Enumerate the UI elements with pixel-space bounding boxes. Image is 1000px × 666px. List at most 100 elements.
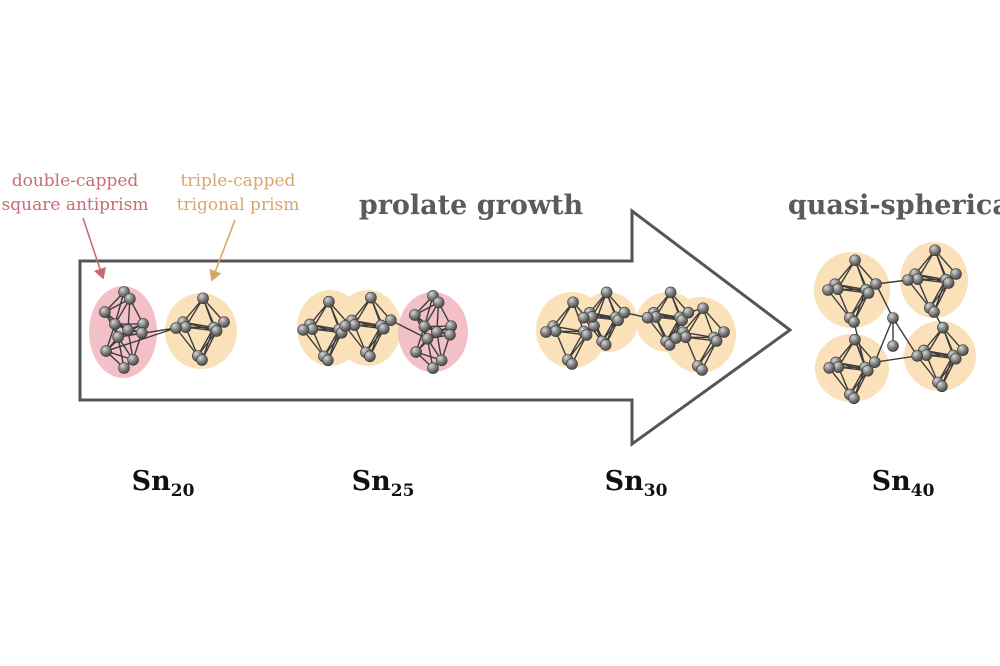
sn25-symbol: Sn [352, 466, 391, 497]
sn40-atom [942, 277, 955, 289]
sn20-atom [109, 318, 121, 330]
sn25-atom [384, 314, 397, 327]
sn40-atom [902, 274, 914, 286]
sn40-atom [849, 254, 861, 267]
svg-text:Sn30: Sn30 [605, 466, 668, 501]
sn30-atom [697, 302, 709, 315]
sn20-formula: Sn20 [132, 466, 195, 501]
atoms [99, 244, 969, 405]
prism-annotation: triple-capped trigonal prism [177, 171, 300, 282]
prism-label-line2: trigonal prism [177, 195, 300, 215]
sn40-atom [831, 283, 844, 295]
sn25-atom [418, 320, 431, 333]
sn30-atom [679, 331, 692, 343]
sn20-bond [105, 327, 177, 352]
sn25-formula: Sn25 [352, 466, 415, 501]
sn25-atom [297, 324, 310, 336]
sn25-atom [364, 350, 376, 363]
sn40-formula: Sn40 [872, 466, 935, 501]
sn20-atom [99, 306, 111, 318]
sn25-atom [322, 354, 334, 367]
sn40-atom [936, 380, 948, 393]
sn40-atom [929, 244, 941, 257]
sn40-atom [861, 364, 874, 377]
sn20-prism-highlight [165, 293, 237, 369]
quasi-spherical-heading: quasi-spherical [788, 190, 1000, 221]
sn20-atom [196, 354, 208, 366]
sn40-highlight-br [904, 321, 976, 391]
sn30-atom [599, 339, 612, 351]
sn40-bond [907, 279, 931, 309]
sn40-atom [887, 312, 899, 324]
prism-label-line1: triple-capped [181, 171, 296, 191]
growth-arrow [78, 207, 793, 447]
sn30-atom [641, 311, 654, 324]
sn25-prism-highlight-2 [335, 290, 401, 366]
antiprism-pointer-arrow [82, 217, 107, 280]
svg-text:Sn40: Sn40 [872, 466, 935, 501]
sn30-atom [577, 311, 590, 324]
sn25-atom [377, 322, 390, 335]
antiprism-label-line2: square antiprism [2, 195, 149, 215]
sn40-bond [874, 317, 894, 363]
sn20-atom [170, 322, 182, 334]
sn40-highlight-bl [815, 334, 889, 402]
sn40-bond [874, 355, 918, 363]
prolate-growth-heading: prolate growth [359, 190, 584, 221]
sn30-atom [567, 296, 579, 309]
sn20-atom [210, 325, 223, 337]
svg-text:Sn25: Sn25 [352, 466, 415, 501]
sn40-symbol: Sn [872, 466, 911, 497]
sn40-atom [937, 321, 949, 334]
sn20-atom [124, 293, 136, 305]
prism-pointer-arrow [209, 219, 236, 282]
sn30-atom [600, 286, 613, 299]
sn25-atom [444, 328, 456, 341]
antiprism-annotation: double-capped square antiprism [2, 171, 149, 280]
sn30-atom [580, 329, 593, 341]
sn40-atom [911, 350, 924, 362]
sn40-subscript: 40 [911, 481, 935, 501]
sn40-atom [950, 268, 962, 280]
sn25-subscript: 25 [391, 481, 415, 501]
sn30-atom [540, 326, 552, 338]
sn40-bond [827, 289, 851, 319]
sn40-bond [853, 321, 866, 368]
antiprism-label-line1: double-capped [12, 171, 139, 191]
sn30-atom [696, 364, 708, 376]
sn20-atom [136, 327, 148, 339]
sn40-atom [822, 284, 834, 296]
sn40-bond [875, 283, 894, 319]
sn20-atom [118, 362, 130, 374]
sn20-atom [218, 316, 230, 328]
sn40-atom [848, 316, 860, 328]
sn30-atom [682, 306, 695, 319]
sn30-atom [618, 306, 631, 319]
sn40-atom [849, 333, 861, 346]
sn30-atom [612, 314, 624, 327]
sn25-atom [323, 295, 335, 308]
sn40-atom [887, 340, 899, 352]
sn20-symbol: Sn [132, 466, 171, 497]
sn30-formula: Sn30 [605, 466, 668, 501]
sn20-atom [197, 292, 209, 305]
sn30-atom [670, 332, 682, 344]
sn30-subscript: 30 [644, 481, 668, 501]
sn20-atom [122, 324, 134, 336]
sn30-atom [710, 335, 723, 347]
sn25-atom [410, 346, 422, 358]
sn30-atom [566, 358, 578, 370]
sn30-atom [718, 326, 730, 338]
sn25-atom [409, 309, 421, 321]
sn25-atom [365, 291, 377, 304]
sn40-atom [868, 356, 881, 369]
sn40-atom [870, 278, 882, 290]
sn40-atom [862, 287, 875, 299]
sn40-atom [949, 352, 962, 365]
sn30-atom [549, 325, 562, 337]
sn40-atom [823, 362, 836, 374]
sn25-atom [421, 332, 434, 345]
sn40-atom [848, 392, 860, 405]
sn40-atom [928, 306, 940, 318]
